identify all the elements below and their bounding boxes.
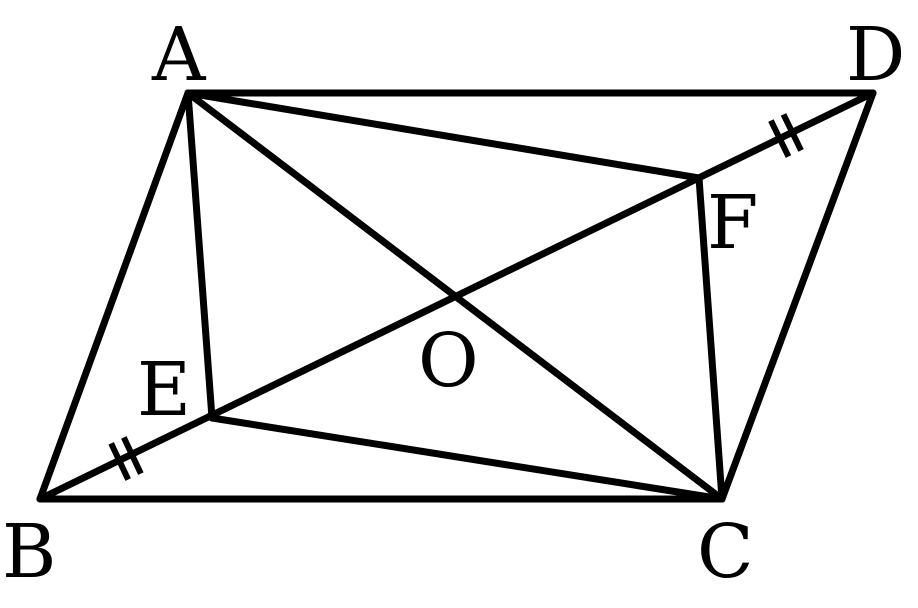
label-B: B	[2, 509, 56, 595]
label-E: E	[137, 347, 191, 433]
label-A: A	[151, 12, 207, 98]
label-F: F	[707, 180, 758, 266]
segment-BA	[36, 89, 192, 503]
equal-tick-BE-2	[121, 436, 144, 475]
equal-tick-BE-1	[108, 442, 131, 481]
segment-FA	[184, 89, 703, 182]
label-C: C	[697, 509, 754, 595]
equal-marks-layer	[108, 113, 804, 481]
segment-BD	[36, 89, 877, 503]
segment-DC	[718, 89, 877, 503]
segment-EC	[208, 414, 726, 503]
segments-layer	[36, 89, 877, 503]
equal-tick-FD-1	[768, 119, 792, 158]
segment-AE	[184, 89, 216, 422]
label-D: D	[846, 12, 905, 98]
label-O: O	[418, 318, 479, 404]
segment-CF	[695, 174, 726, 503]
equal-tick-FD-2	[780, 113, 804, 152]
labels-layer: A B C D E F O	[2, 12, 905, 595]
